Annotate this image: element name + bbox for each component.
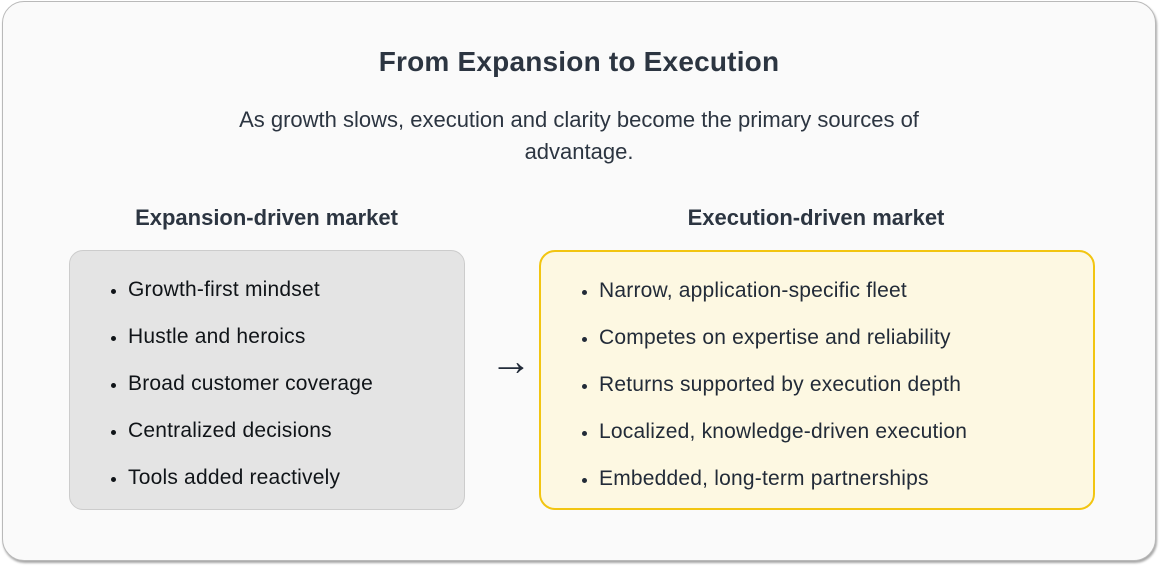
list-item: Hustle and heroics [128,324,464,349]
page-title: From Expansion to Execution [378,46,780,77]
list-item: Competes on expertise and reliability [599,325,1093,350]
left-panel-heading: Expansion-driven market [135,205,398,230]
list-item: Narrow, application-specific fleet [599,278,1093,303]
right-panel-heading: Execution-driven market [687,205,945,230]
subtitle: As growth slows, execution and clarity b… [239,107,919,164]
execution-list: Narrow, application-specific fleet Compe… [541,252,1093,491]
list-item: Tools added reactively [128,465,464,490]
right-arrow-icon: → [490,337,532,384]
list-item: Localized, knowledge-driven execution [599,419,1093,444]
list-item: Centralized decisions [128,418,464,443]
list-item: Growth-first mindset [128,277,464,302]
execution-panel: Narrow, application-specific fleet Compe… [539,250,1095,510]
expansion-list: Growth-first mindset Hustle and heroics … [70,251,464,490]
list-item: Returns supported by execution depth [599,372,1093,397]
list-item: Broad customer coverage [128,371,464,396]
expansion-panel: Growth-first mindset Hustle and heroics … [69,250,465,510]
list-item: Embedded, long-term partnerships [599,466,1093,491]
